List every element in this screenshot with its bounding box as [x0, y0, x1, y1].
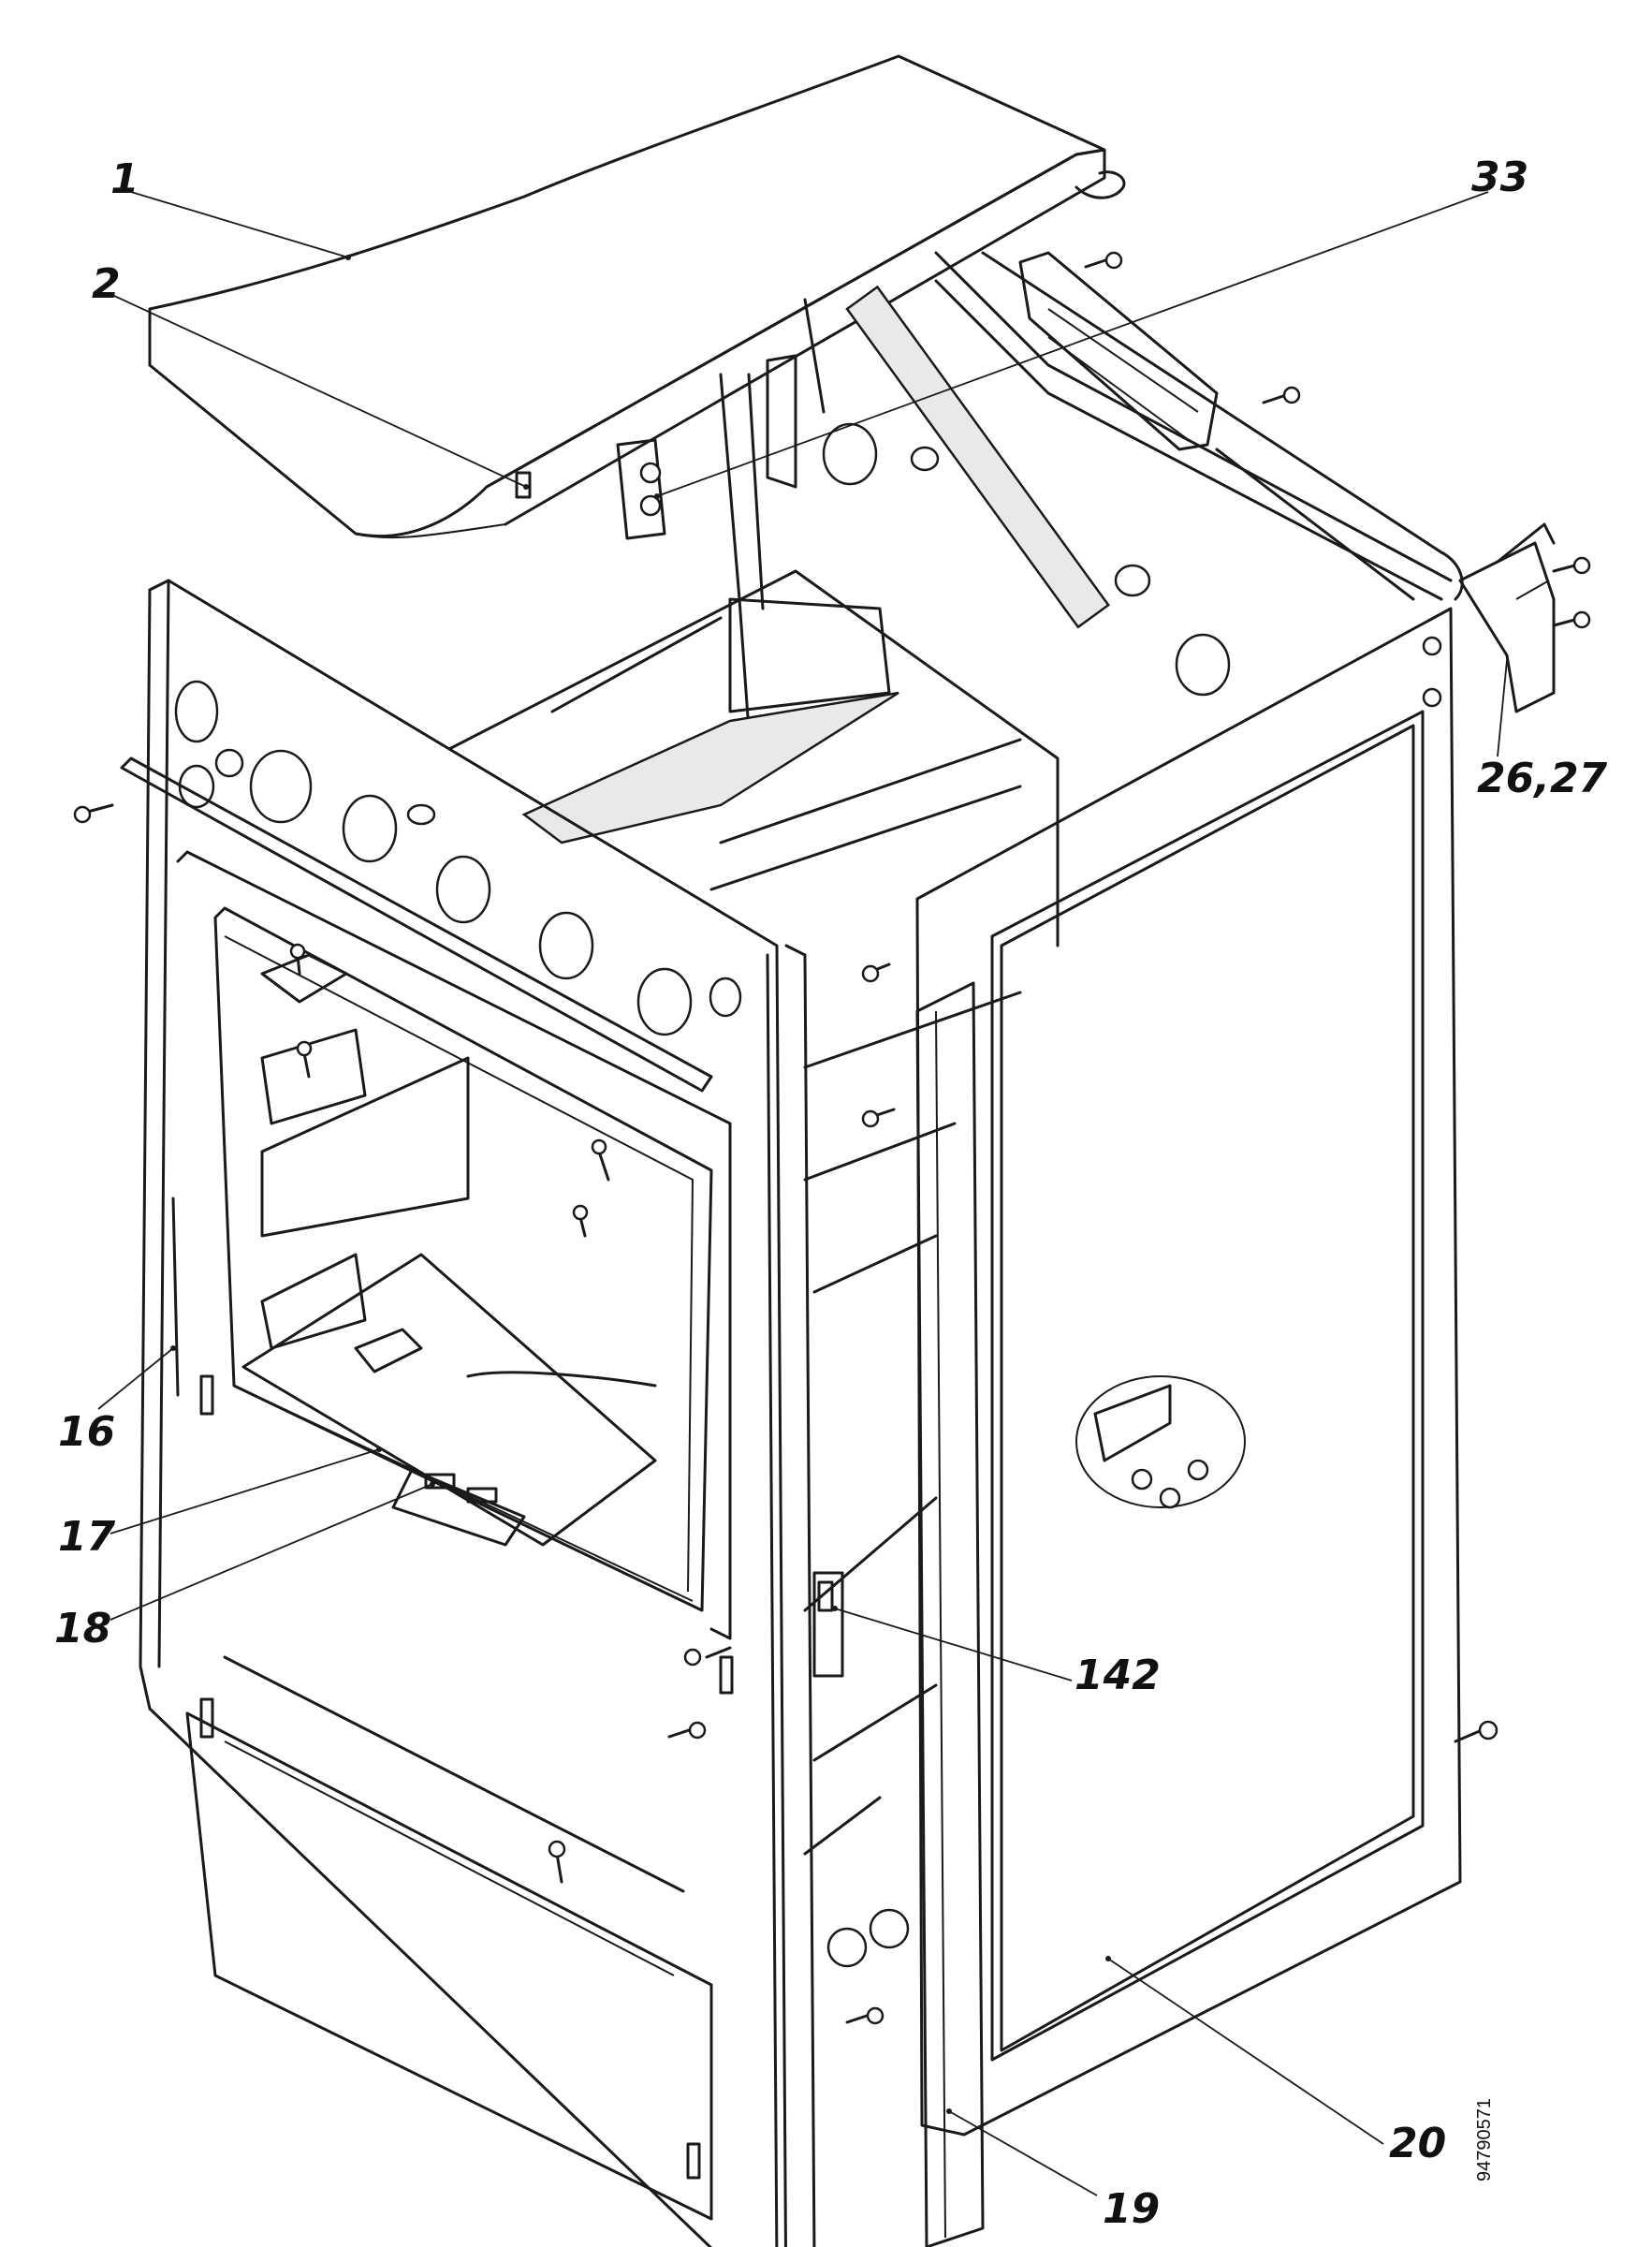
- inner-oven-box: [447, 569, 1060, 1968]
- part-label-17: 17: [58, 1513, 116, 1561]
- leader-lines: [97, 191, 1508, 2196]
- part-label-19: 19: [1103, 2185, 1161, 2233]
- front-frame: [120, 579, 816, 2247]
- part-label-20: 20: [1389, 2120, 1447, 2167]
- part-label-26-27: 26,27: [1477, 755, 1608, 802]
- screw-icon: [73, 251, 1591, 2025]
- rear-shell: [616, 251, 1464, 732]
- document-number: 94790571: [1474, 2098, 1495, 2181]
- oven-interior-rack: [171, 953, 657, 1547]
- top-cover: [148, 54, 1126, 539]
- part-label-142: 142: [1075, 1652, 1161, 1699]
- hinge-bracket: [1422, 522, 1556, 713]
- side-panel: [915, 607, 1462, 2137]
- hinge-lock-part: [812, 1571, 844, 1678]
- part-label-16: 16: [58, 1408, 116, 1456]
- door-strip: [915, 981, 985, 2247]
- part-label-33: 33: [1471, 154, 1529, 201]
- part-label-2: 2: [92, 260, 121, 308]
- rear-bracket: [1018, 251, 1219, 451]
- part-label-1: 1: [110, 155, 139, 203]
- part-label-18: 18: [54, 1605, 112, 1652]
